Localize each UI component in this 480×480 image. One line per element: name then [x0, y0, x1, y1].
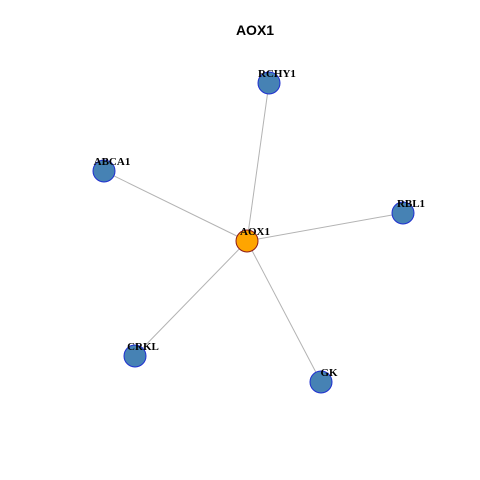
node-circle-crkl [123, 344, 147, 368]
node-label-crkl: CRKL [127, 341, 159, 353]
node-label-gk: GK [320, 367, 338, 379]
node-circle-rbl1 [391, 201, 415, 225]
diagram-title: AOX1 [236, 22, 274, 38]
edge-aox1-rbl1 [246, 212, 404, 242]
edge-aox1-gk [246, 240, 322, 383]
node-crkl: CRKL [123, 341, 159, 368]
node-circle-rchy1 [257, 71, 281, 95]
node-label-rbl1: RBL1 [397, 198, 425, 210]
node-label-rchy1: RCHY1 [258, 68, 296, 80]
edges-layer [103, 82, 404, 383]
node-rchy1: RCHY1 [257, 68, 296, 95]
edge-aox1-crkl [134, 240, 248, 357]
node-aox1: AOX1 [235, 226, 270, 253]
node-circle-aox1 [235, 229, 259, 253]
node-circle-abca1 [92, 159, 116, 183]
node-label-aox1: AOX1 [240, 226, 270, 238]
node-rbl1: RBL1 [391, 198, 425, 225]
edge-aox1-rchy1 [246, 82, 270, 242]
node-abca1: ABCA1 [92, 156, 131, 183]
node-circle-gk [309, 370, 333, 394]
node-gk: GK [309, 367, 338, 394]
edge-aox1-abca1 [103, 170, 248, 242]
node-label-abca1: ABCA1 [94, 156, 131, 168]
